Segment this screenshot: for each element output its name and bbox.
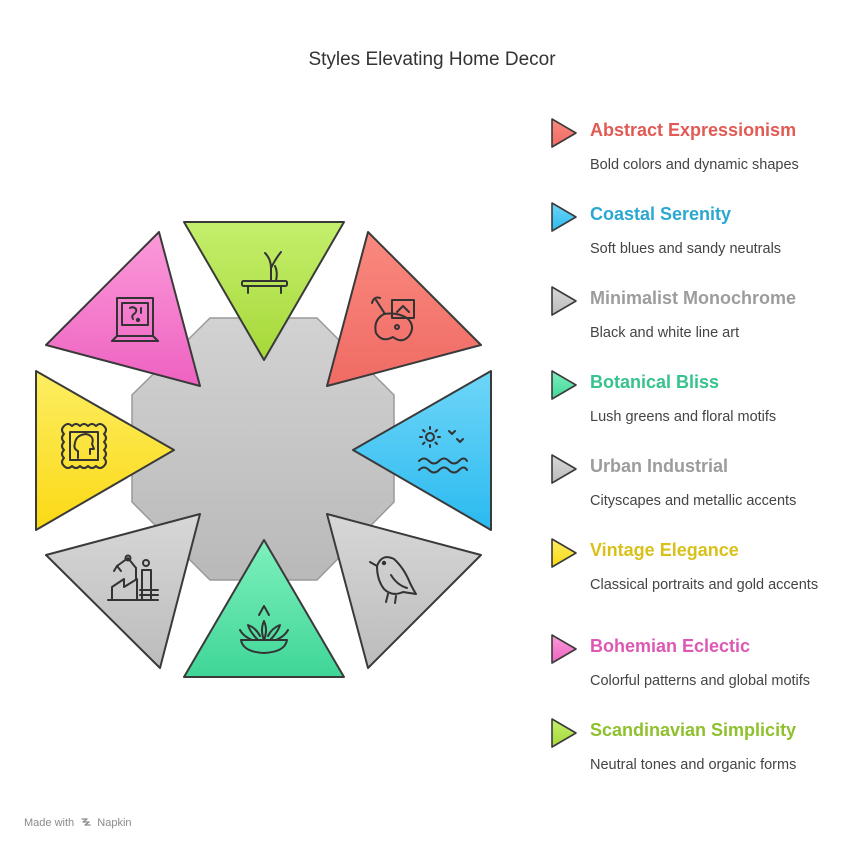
- triangle-marker-icon: [551, 286, 577, 316]
- plant-bowl-icon: [239, 605, 289, 654]
- legend-title: Coastal Serenity: [590, 204, 732, 224]
- segment-botanical-bliss: [183, 539, 345, 678]
- legend-title: Minimalist Monochrome: [590, 288, 797, 308]
- legend-description: Colorful patterns and global motifs: [590, 673, 811, 689]
- triangle-marker-icon: [551, 538, 577, 568]
- triangle-marker-icon: [551, 202, 577, 232]
- legend-description: Black and white line art: [590, 325, 740, 341]
- triangle-marker-icon: [551, 370, 577, 400]
- legend-title: Abstract Expressionism: [590, 120, 797, 140]
- legend-title: Bohemian Eclectic: [590, 636, 751, 656]
- footer-brand: Napkin: [97, 817, 132, 829]
- legend-description: Lush greens and floral motifs: [590, 409, 777, 425]
- factory-icon: [107, 554, 159, 601]
- triangle-marker-icon: [551, 718, 577, 748]
- legend-title: Vintage Elegance: [590, 540, 739, 560]
- legend-description: Neutral tones and organic forms: [590, 757, 797, 773]
- painter-palette-icon: [371, 296, 415, 342]
- triangle-marker-icon: [551, 634, 577, 664]
- footer-credit: Made with Napkin: [24, 817, 132, 829]
- page-title: Styles Elevating Home Decor: [308, 49, 556, 70]
- legend-title: Botanical Bliss: [590, 372, 720, 392]
- bird-icon: [369, 556, 417, 604]
- segment-abstract-expressionism: [326, 231, 482, 387]
- legend-description: Soft blues and sandy neutrals: [590, 241, 782, 257]
- framed-art-icon: [111, 297, 159, 342]
- segment-urban-industrial: [45, 513, 201, 669]
- legend-title: Scandinavian Simplicity: [590, 720, 797, 740]
- triangle-marker-icon: [551, 454, 577, 484]
- segment-coastal-serenity: [352, 370, 492, 531]
- legend-title: Urban Industrial: [590, 456, 729, 476]
- branch-shelf-icon: [241, 251, 288, 294]
- portrait-stamp-icon: [61, 423, 107, 469]
- napkin-logo-icon: [81, 818, 91, 826]
- segment-scandinavian-simplicity: [183, 221, 345, 361]
- segment-minimalist-monochrome: [326, 513, 482, 669]
- legend-description: Classical portraits and gold accents: [590, 577, 819, 593]
- sun-waves-icon: [418, 426, 468, 474]
- legend-description: Bold colors and dynamic shapes: [590, 157, 799, 173]
- footer-prefix: Made with: [24, 817, 75, 829]
- legend-description: Cityscapes and metallic accents: [590, 493, 797, 509]
- triangle-marker-icon: [551, 118, 577, 148]
